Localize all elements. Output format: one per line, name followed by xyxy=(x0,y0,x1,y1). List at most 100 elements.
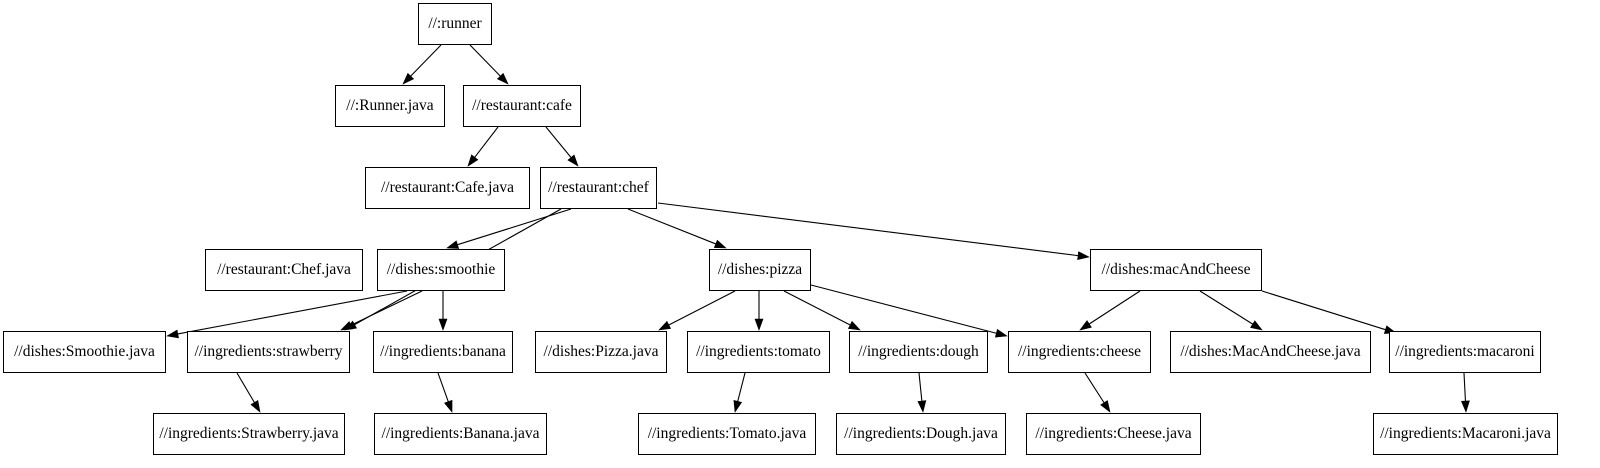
graph-node-pizza[interactable]: //dishes:pizza xyxy=(709,249,811,291)
edge-arrowhead xyxy=(658,320,672,331)
graph-node-macandcheese[interactable]: //dishes:macAndCheese xyxy=(1090,249,1262,291)
graph-node-chef[interactable]: //restaurant:chef xyxy=(540,167,657,209)
edge-line xyxy=(350,290,423,326)
graph-node-cheese_java[interactable]: //ingredients:Cheese.java xyxy=(1026,413,1201,455)
graph-edge-macandcheese-to-macaroni xyxy=(1261,290,1397,334)
graph-node-cafe[interactable]: //restaurant:cafe xyxy=(463,85,581,127)
edge-arrowhead xyxy=(754,318,764,331)
graph-node-macaroni_java[interactable]: //ingredients:Macaroni.java xyxy=(1373,413,1558,455)
graph-node-label: //ingredients:Banana.java xyxy=(381,425,540,443)
graph-node-label: //ingredients:strawberry xyxy=(194,343,343,361)
graph-node-label: //ingredients:cheese xyxy=(1017,343,1142,361)
graph-node-label: //ingredients:Dough.java xyxy=(844,425,998,443)
graph-node-label: //dishes:Pizza.java xyxy=(543,343,659,361)
graph-node-label: //:runner xyxy=(428,15,482,33)
edge-arrowhead xyxy=(567,154,579,167)
graph-node-runner[interactable]: //:runner xyxy=(418,3,492,45)
edge-arrowhead xyxy=(713,239,727,249)
edge-line xyxy=(410,44,442,77)
graph-node-smoothie[interactable]: //dishes:smoothie xyxy=(377,249,505,291)
graph-node-label: //ingredients:Strawberry.java xyxy=(159,425,339,443)
edge-arrowhead xyxy=(344,320,358,331)
edge-line xyxy=(437,372,449,402)
graph-node-label: //dishes:smoothie xyxy=(386,261,496,279)
edge-arrowhead xyxy=(166,329,179,339)
graph-node-chef_java[interactable]: //restaurant:Chef.java xyxy=(205,249,363,291)
graph-node-label: //ingredients:Macaroni.java xyxy=(1380,425,1551,443)
edge-arrowhead xyxy=(446,240,460,249)
edge-line xyxy=(1084,372,1105,404)
edge-line xyxy=(236,372,255,403)
edge-arrowhead xyxy=(1079,320,1092,331)
edge-line xyxy=(469,44,501,77)
graph-node-label: //ingredients:macaroni xyxy=(1395,343,1535,361)
graph-edge-cafe-to-chef xyxy=(545,126,579,167)
graph-node-strawberry[interactable]: //ingredients:strawberry xyxy=(187,331,350,373)
graph-node-label: //ingredients:Tomato.java xyxy=(647,425,807,443)
edge-line xyxy=(545,126,572,158)
graph-node-strawberry_java[interactable]: //ingredients:Strawberry.java xyxy=(153,413,345,455)
graph-node-label: //ingredients:tomato xyxy=(696,343,821,361)
graph-node-dough[interactable]: //ingredients:dough xyxy=(849,331,988,373)
graph-edge-pizza-to-pizza_java xyxy=(658,290,736,331)
edge-line xyxy=(457,208,572,246)
edge-arrowhead xyxy=(733,399,743,413)
graph-node-dough_java[interactable]: //ingredients:Dough.java xyxy=(836,413,1006,455)
edge-line xyxy=(1199,290,1253,325)
edge-line xyxy=(918,372,923,402)
graph-edge-banana-to-banana_java xyxy=(437,372,453,413)
edge-arrowhead xyxy=(340,321,354,331)
graph-node-label: //dishes:Smoothie.java xyxy=(14,343,155,361)
graph-node-macandcheese_java[interactable]: //dishes:MacAndCheese.java xyxy=(1170,331,1371,373)
graph-node-smoothie_java[interactable]: //dishes:Smoothie.java xyxy=(3,331,166,373)
edge-line xyxy=(657,202,1079,257)
edge-arrowhead xyxy=(467,154,479,167)
graph-edge-runner-to-runner_java xyxy=(402,44,442,85)
edge-arrowhead xyxy=(1100,400,1111,413)
edge-line xyxy=(177,290,408,335)
graph-edge-smoothie-to-banana xyxy=(438,291,448,331)
edge-arrowhead xyxy=(496,72,509,85)
graph-node-label: //ingredients:Cheese.java xyxy=(1035,425,1192,443)
edge-arrowhead xyxy=(847,320,861,331)
edge-line xyxy=(1088,290,1141,325)
graph-edge-cheese-to-cheese_java xyxy=(1084,372,1111,413)
edge-line xyxy=(627,208,716,245)
graph-edge-chef-to-smoothie xyxy=(446,208,572,249)
graph-node-label: //:Runner.java xyxy=(346,97,434,115)
graph-node-pizza_java[interactable]: //dishes:Pizza.java xyxy=(535,331,667,373)
graph-edge-macandcheese-to-cheese xyxy=(1079,290,1141,331)
graph-node-label: //restaurant:chef xyxy=(548,179,649,197)
edge-arrowhead xyxy=(402,72,415,85)
graph-edge-smoothie-to-strawberry xyxy=(340,290,423,331)
edge-arrowhead xyxy=(444,399,453,413)
edge-arrowhead xyxy=(1077,251,1090,260)
graph-edge-dough-to-dough_java xyxy=(917,372,927,413)
graph-node-label: //ingredients:banana xyxy=(380,343,506,361)
graph-node-tomato[interactable]: //ingredients:tomato xyxy=(687,331,830,373)
edge-line xyxy=(810,284,997,334)
graph-edge-cafe-to-cafe_java xyxy=(467,126,499,167)
graph-node-cheese[interactable]: //ingredients:cheese xyxy=(1008,331,1151,373)
graph-node-runner_java[interactable]: //:Runner.java xyxy=(335,85,445,127)
graph-node-label: //dishes:pizza xyxy=(717,261,803,279)
graph-node-macaroni[interactable]: //ingredients:macaroni xyxy=(1389,331,1541,373)
graph-node-banana_java[interactable]: //ingredients:Banana.java xyxy=(374,413,547,455)
graph-node-banana[interactable]: //ingredients:banana xyxy=(373,331,513,373)
graph-node-label: //restaurant:cafe xyxy=(472,97,572,115)
edge-line xyxy=(783,290,851,326)
graph-node-cafe_java[interactable]: //restaurant:Cafe.java xyxy=(365,167,530,209)
edge-arrowhead xyxy=(438,318,448,331)
graph-edge-macaroni-to-macaroni_java xyxy=(1460,372,1470,413)
graph-edge-tomato-to-tomato_java xyxy=(733,372,746,413)
graph-node-label: //restaurant:Chef.java xyxy=(217,261,351,279)
edge-line xyxy=(1463,372,1466,402)
graph-edge-runner-to-cafe xyxy=(469,44,509,85)
graph-node-label: //dishes:macAndCheese xyxy=(1101,261,1251,279)
graph-edge-strawberry-to-strawberry_java xyxy=(236,372,261,413)
graph-node-tomato_java[interactable]: //ingredients:Tomato.java xyxy=(638,413,816,455)
edge-arrowhead xyxy=(1250,320,1263,331)
graph-node-label: //dishes:MacAndCheese.java xyxy=(1180,343,1361,361)
